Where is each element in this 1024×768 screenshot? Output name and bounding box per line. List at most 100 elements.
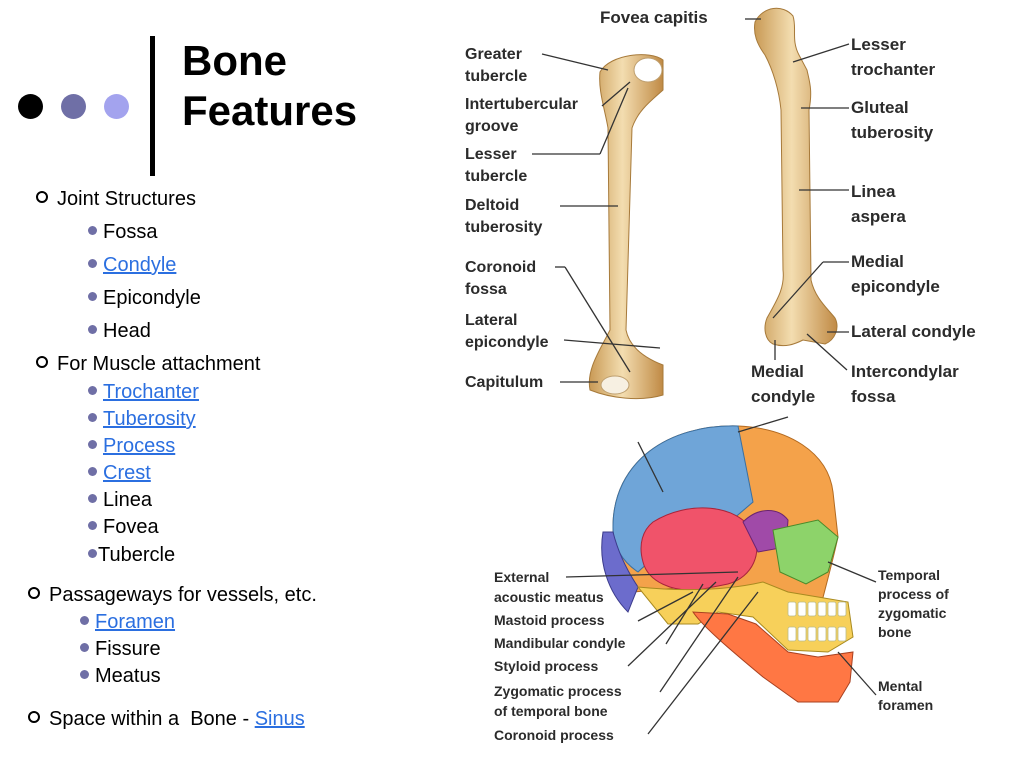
label-zygomatic-temporal-2: of temporal bone	[494, 703, 608, 719]
ring-bullet-icon	[28, 587, 40, 599]
slide-title: Bone Features	[182, 36, 357, 136]
sub-item-fissure: Fissure	[80, 637, 161, 661]
sub-item-meatus: Meatus	[80, 664, 161, 688]
label-lateral-epi-2: epicondyle	[465, 334, 549, 351]
dot-bullet-icon	[88, 467, 97, 476]
bullet-space-within-bone: Space within a Bone - Sinus	[28, 707, 305, 731]
tuberosity-link[interactable]: Tuberosity	[103, 408, 196, 430]
label-fovea-capitis: Fovea capitis	[600, 8, 708, 27]
condyle-link[interactable]: Condyle	[103, 254, 177, 276]
title-divider	[150, 36, 155, 176]
dot-bullet-icon	[88, 549, 97, 558]
label-external-acoustic-1: External	[494, 569, 549, 585]
dot-bullet-icon	[88, 440, 97, 449]
label-lesser-tubercle-1: Lesser	[465, 146, 517, 163]
ring-bullet-icon	[28, 711, 40, 723]
label-lesser-trochanter-1: Lesser	[851, 35, 906, 54]
label-mastoid: Mastoid process	[494, 612, 605, 628]
humerus-labels: Greater tubercle Intertubercular groove …	[465, 46, 578, 391]
humerus-diagram: Greater tubercle Intertubercular groove …	[465, 46, 664, 400]
femur-leader-lines	[745, 18, 850, 371]
femur-diagram: Fovea capitis Lesser trochanter Gluteal …	[600, 7, 976, 406]
label-capitulum: Capitulum	[465, 374, 543, 391]
crest-link[interactable]: Crest	[103, 462, 151, 484]
label-external-acoustic-2: acoustic meatus	[494, 589, 604, 605]
skull-labels: External acoustic meatus Mastoid process…	[494, 567, 949, 743]
decorative-dots	[18, 94, 138, 120]
label-temporal-zygomatic-4: bone	[878, 624, 912, 640]
sinus-link[interactable]: Sinus	[254, 708, 305, 730]
label-temporal-zygomatic-1: Temporal	[878, 567, 940, 583]
dot-bullet-icon	[88, 413, 97, 422]
skull-shape	[601, 425, 854, 703]
humerus-bone-shape	[588, 54, 664, 400]
label-lesser-tubercle-2: tubercle	[465, 168, 527, 185]
title-line-1: Bone	[182, 37, 287, 84]
sub-item-epicondyle: Epicondyle	[88, 286, 201, 310]
label-gluteal-1: Gluteal	[851, 98, 909, 117]
label-intertubercular-1: Intertubercular	[465, 96, 578, 113]
label-mental-2: foramen	[878, 697, 933, 713]
femur-labels: Fovea capitis Lesser trochanter Gluteal …	[600, 8, 976, 406]
dot-bullet-icon	[80, 670, 89, 679]
label-medial-epi-1: Medial	[851, 252, 904, 271]
sub-item-fossa: Fossa	[88, 220, 157, 244]
trochanter-link[interactable]: Trochanter	[103, 381, 199, 403]
title-line-2: Features	[182, 87, 358, 134]
bullet-passageways: Passageways for vessels, etc.	[28, 583, 317, 607]
label-temporal-zygomatic-2: process of	[878, 586, 949, 602]
sub-item-process: Process	[88, 434, 175, 458]
sub-item-tubercle: Tubercle	[88, 543, 175, 567]
dot-bullet-icon	[88, 521, 97, 530]
label-mandibular-condyle: Mandibular condyle	[494, 635, 626, 651]
dot-bullet-icon	[88, 325, 97, 334]
label-coronoid-1: Coronoid	[465, 259, 536, 276]
label-deltoid-2: tuberosity	[465, 219, 542, 236]
foramen-link[interactable]: Foramen	[95, 611, 176, 633]
dot-purple	[61, 94, 86, 119]
label-deltoid-1: Deltoid	[465, 197, 519, 214]
sub-item-head: Head	[88, 319, 151, 343]
dot-bullet-icon	[80, 643, 89, 652]
label-temporal-zygomatic-3: zygomatic	[878, 605, 947, 621]
dot-bullet-icon	[88, 292, 97, 301]
process-link[interactable]: Process	[103, 435, 176, 457]
dot-black	[18, 94, 43, 119]
dot-bullet-icon	[80, 616, 89, 625]
label-linea-1: Linea	[851, 182, 896, 201]
label-medial-condyle-1: Medial	[751, 362, 804, 381]
label-medial-condyle-2: condyle	[751, 387, 815, 406]
label-intercondylar-2: fossa	[851, 387, 896, 406]
dot-bullet-icon	[88, 259, 97, 268]
label-lateral-epi-1: Lateral	[465, 312, 517, 329]
label-mental-1: Mental	[878, 678, 922, 694]
sub-item-linea: Linea	[88, 488, 152, 512]
ring-bullet-icon	[36, 356, 48, 368]
label-intercondylar-1: Intercondylar	[851, 362, 959, 381]
label-linea-2: aspera	[851, 207, 906, 226]
bullet-muscle-attachment: For Muscle attachment	[36, 352, 260, 376]
dot-bullet-icon	[88, 386, 97, 395]
sub-item-fovea: Fovea	[88, 515, 159, 539]
label-coronoid-2: fossa	[465, 281, 507, 298]
label-intertubercular-2: groove	[465, 118, 518, 135]
skull-leader-lines	[565, 416, 877, 735]
dot-lavender	[104, 94, 129, 119]
label-lateral-condyle: Lateral condyle	[851, 322, 976, 341]
sub-item-foramen: Foramen	[80, 610, 175, 634]
dot-bullet-icon	[88, 226, 97, 235]
sub-item-condyle: Condyle	[88, 253, 176, 277]
bullet-joint-structures: Joint Structures	[36, 187, 196, 211]
teeth-shape	[787, 601, 847, 642]
sub-item-tuberosity: Tuberosity	[88, 407, 196, 431]
label-coronoid-process: Coronoid process	[494, 727, 614, 743]
femur-bone-shape	[754, 7, 838, 347]
skull-diagram: External acoustic meatus Mastoid process…	[494, 416, 949, 743]
sub-item-crest: Crest	[88, 461, 151, 485]
label-gluteal-2: tuberosity	[851, 123, 934, 142]
label-zygomatic-temporal-1: Zygomatic process	[494, 683, 622, 699]
ring-bullet-icon	[36, 191, 48, 203]
label-medial-epi-2: epicondyle	[851, 277, 940, 296]
label-greater-tubercle-2: tubercle	[465, 68, 527, 85]
sub-item-trochanter: Trochanter	[88, 380, 199, 404]
